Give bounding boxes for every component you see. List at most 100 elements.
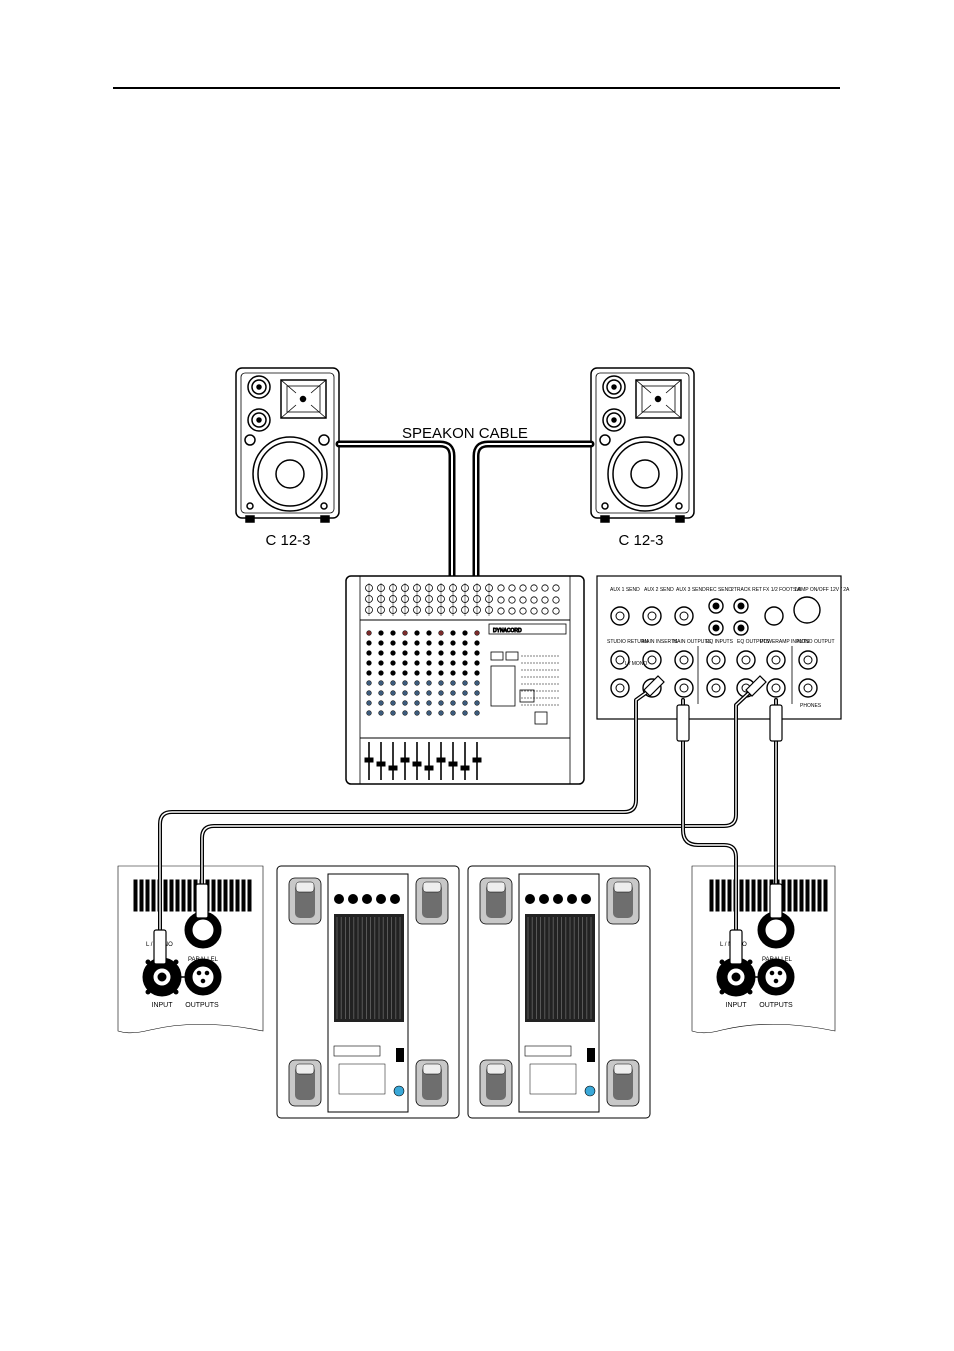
channel-knob	[414, 650, 420, 656]
master-jack	[530, 596, 538, 604]
channel-knob	[462, 670, 468, 676]
master-jack	[497, 607, 505, 615]
patchbay-jacks	[610, 596, 821, 704]
top-jack	[449, 595, 457, 603]
channel-knob	[414, 630, 420, 636]
channel-knob	[366, 640, 372, 646]
handle-top	[613, 881, 633, 893]
send-jack	[642, 606, 662, 626]
channel-fader-cap	[412, 761, 422, 767]
channel-knob	[438, 690, 444, 696]
brand-plate	[333, 1045, 381, 1057]
channel-knob	[462, 700, 468, 706]
channel-knob	[390, 630, 396, 636]
top-jack	[473, 606, 481, 614]
amp-connector	[348, 894, 358, 904]
channel-knob	[402, 680, 408, 686]
patch-jack	[674, 678, 694, 698]
master-jack	[541, 607, 549, 615]
patch-jack-core	[679, 683, 689, 693]
channel-knob	[474, 630, 480, 636]
vent-slot	[163, 879, 168, 912]
speaker-left	[235, 367, 340, 523]
send-jack-core	[679, 611, 689, 621]
label-phones: PHONES	[800, 703, 822, 709]
channel-knob	[426, 630, 432, 636]
channel-knob	[462, 680, 468, 686]
patch-jack-core	[803, 655, 813, 665]
channel-knob	[390, 680, 396, 686]
send-jack	[674, 606, 694, 626]
master-jack	[530, 584, 538, 592]
vent-slot	[217, 879, 222, 912]
handle-grip	[422, 1066, 442, 1100]
channel-fader-cap	[448, 761, 458, 767]
channel-fader-cap	[472, 757, 482, 763]
channel-knob	[438, 660, 444, 666]
vent-slot	[727, 879, 732, 912]
handle-top	[295, 881, 315, 893]
patch-jack	[736, 650, 756, 670]
patch-jack-core	[615, 655, 625, 665]
top-jack	[485, 595, 493, 603]
vent-slot	[811, 879, 816, 912]
channel-knob	[474, 650, 480, 656]
channel-knob	[426, 700, 432, 706]
patch-jack-core	[771, 683, 781, 693]
top-jack	[377, 595, 385, 603]
vent-slot	[715, 879, 720, 912]
channel-knob	[414, 640, 420, 646]
heatsink	[525, 914, 595, 1022]
top-jack	[389, 606, 397, 614]
top-jack	[461, 595, 469, 603]
amp-connector	[539, 894, 549, 904]
channel-knob	[474, 710, 480, 716]
channel-knob	[378, 660, 384, 666]
patch-jack	[798, 650, 818, 670]
vent-slot	[187, 879, 192, 912]
channel-knob	[450, 680, 456, 686]
channel-knob	[474, 640, 480, 646]
top-jack	[401, 595, 409, 603]
speakon-socket	[584, 1085, 596, 1097]
channel-knob	[414, 670, 420, 676]
channel-knob	[450, 690, 456, 696]
top-jack	[437, 595, 445, 603]
vent-slot	[151, 879, 156, 912]
label-lamp: LAMP ON/OFF 12V / 2A	[795, 587, 850, 593]
label-main-outputs: MAIN OUTPUTS	[673, 639, 711, 645]
channel-knob	[462, 630, 468, 636]
vent-slot	[787, 879, 792, 912]
top-jack	[461, 584, 469, 592]
patch-jack	[610, 650, 630, 670]
channel-knob	[438, 670, 444, 676]
channel-knob	[402, 640, 408, 646]
channel-knob	[390, 660, 396, 666]
master-jack	[552, 584, 560, 592]
top-jack	[377, 584, 385, 592]
top-jack	[473, 595, 481, 603]
amp-connector	[362, 894, 372, 904]
channel-knob	[366, 660, 372, 666]
channel-knob	[378, 680, 384, 686]
rca-jack-core	[712, 624, 720, 632]
subwoofer-unit-right	[467, 865, 651, 1119]
channel-knob	[378, 690, 384, 696]
channel-knob	[438, 710, 444, 716]
top-jack	[437, 606, 445, 614]
top-jack	[473, 584, 481, 592]
handle-top	[422, 1063, 442, 1075]
channel-fader-cap	[436, 757, 446, 763]
top-jack	[413, 584, 421, 592]
channel-knob	[450, 700, 456, 706]
channel-knob	[462, 660, 468, 666]
channel-knob	[366, 650, 372, 656]
top-jack	[461, 606, 469, 614]
rca-jack-core	[737, 624, 745, 632]
top-jack	[449, 606, 457, 614]
channel-knob	[462, 640, 468, 646]
top-jack	[401, 606, 409, 614]
channel-fader-cap	[424, 765, 434, 771]
vent-slot	[823, 879, 828, 912]
patch-jack	[766, 678, 786, 698]
